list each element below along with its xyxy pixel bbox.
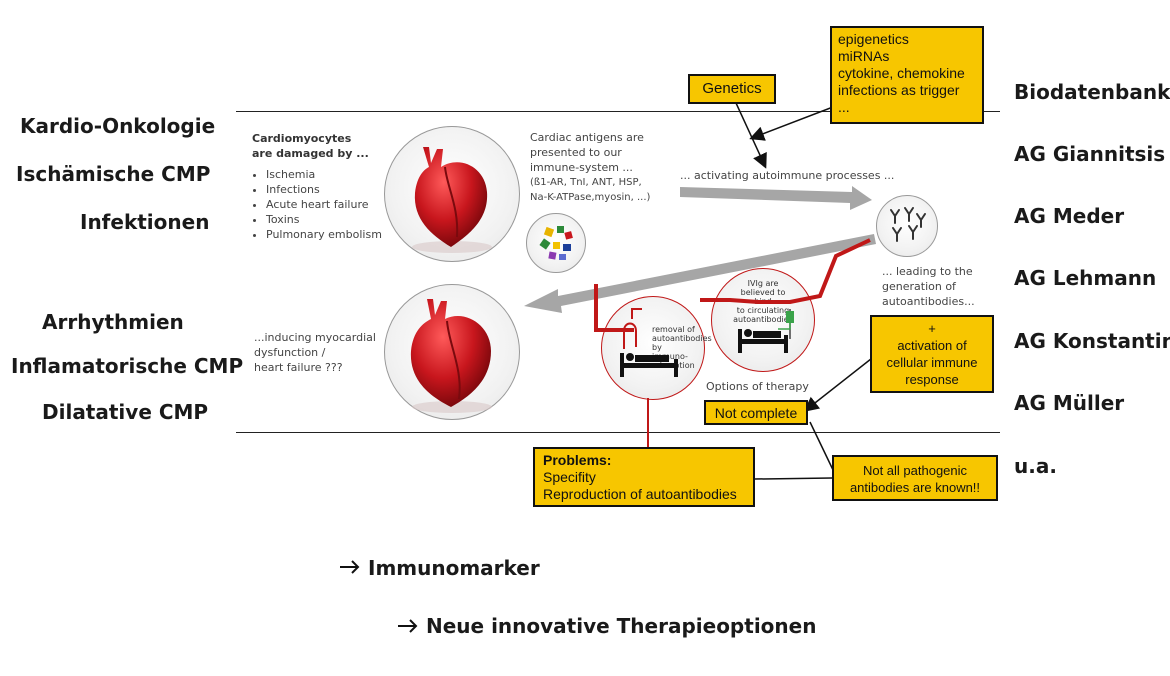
- leading-line: ... leading to the: [882, 265, 973, 278]
- heart-circle-top: [384, 126, 520, 262]
- damaged-item: Toxins: [266, 212, 382, 227]
- epigenetics-box: epigenetics miRNAs cytokine, chemokine i…: [830, 26, 984, 124]
- antibodies-icon: [890, 207, 926, 242]
- antigens-block: Cardiac antigens are presented to our im…: [530, 130, 650, 205]
- antigens-line: (ß1-AR, TnI, ANT, HSP,: [530, 177, 642, 188]
- right-label-ag-giannitsis: AG Giannitsis: [1014, 142, 1166, 166]
- right-label-ag-mueller: AG Müller: [1014, 391, 1125, 415]
- leading-line: autoantibodies...: [882, 295, 975, 308]
- inducing-line: dysfunction /: [254, 346, 326, 359]
- problems-line: Specifity: [543, 469, 596, 485]
- damaged-item: Acute heart failure: [266, 197, 382, 212]
- ivig-line: to circulating: [736, 306, 790, 315]
- damaged-list: Ischemia Infections Acute heart failure …: [252, 167, 382, 242]
- pathogenic-line: antibodies are known!!: [849, 480, 981, 495]
- damaged-item: Pulmonary embolism: [266, 227, 382, 242]
- not-complete-box: Not complete: [704, 400, 808, 425]
- inducing-line: ...inducing myocardial: [254, 331, 376, 344]
- pathogenic-line: Not all pathogenic: [862, 463, 968, 478]
- right-label-ag-meder: AG Meder: [1014, 204, 1125, 228]
- antigens-line: presented to our: [530, 146, 622, 159]
- left-label-ischaemische-cmp: Ischämische CMP: [16, 162, 211, 186]
- left-label-dilatative-cmp: Dilatative CMP: [42, 400, 209, 424]
- footer-immunomarker: Immunomarker: [368, 556, 540, 580]
- removal-line: by immuno-: [652, 343, 688, 361]
- damaged-item: Ischemia: [266, 167, 382, 182]
- problems-line: Reproduction of autoantibodies: [543, 486, 737, 502]
- activation-arrow: [803, 354, 877, 412]
- infusion-bed-icon: [738, 309, 794, 353]
- removal-line: removal of: [652, 325, 695, 334]
- left-label-arrhythmien: Arrhythmien: [42, 310, 184, 334]
- epigenetics-line: miRNAs: [838, 48, 890, 64]
- damaged-block: Cardiomyocytes are damaged by ... Ischem…: [252, 131, 382, 242]
- antigens-line: Na-K-ATPase,myosin, ...): [530, 192, 651, 203]
- epigenetics-line: epigenetics: [838, 31, 909, 47]
- ivig-line: autoantibodies: [733, 315, 793, 324]
- therapy-circle-ivig: IVIg are believed to bind to circulating…: [711, 268, 815, 372]
- immunomarker-arrow-icon: [340, 560, 360, 574]
- right-label-biodatenbank: Biodatenbank: [1014, 80, 1170, 104]
- footer-therapieoptionen: Neue innovative Therapieoptionen: [426, 614, 817, 638]
- epigenetics-line: infections as trigger: [838, 82, 960, 98]
- activating-text: ... activating autoimmune processes ...: [680, 169, 895, 182]
- activation-line: activation of: [897, 338, 967, 353]
- right-label-ua: u.a.: [1014, 454, 1057, 478]
- antibody-circle: [876, 195, 938, 257]
- heart-icon: [412, 147, 492, 253]
- bottom-divider: [236, 432, 1000, 433]
- problems-title: Problems:: [543, 452, 612, 468]
- damaged-item: Infections: [266, 182, 382, 197]
- antigens-line: Cardiac antigens are: [530, 131, 644, 144]
- activation-line: cellular immune: [886, 355, 978, 370]
- therapy-red-line: [594, 238, 871, 332]
- activation-box: + activation of cellular immune response: [870, 315, 994, 393]
- antigen-circle: [526, 213, 586, 273]
- inducing-block: ...inducing myocardial dysfunction / hea…: [254, 330, 376, 375]
- damaged-title-line2: are damaged by ...: [252, 147, 369, 160]
- right-label-ag-konstantin: AG Konstantin: [1014, 329, 1170, 353]
- genetics-label: Genetics: [702, 80, 762, 97]
- damaged-title-line1: Cardiomyocytes: [252, 132, 352, 145]
- problems-box: Problems: Specifity Reproduction of auto…: [533, 447, 755, 507]
- gray-arrow-leading: [524, 234, 876, 313]
- therapy-circle-removal: removal of autoantibodies by immuno- ads…: [601, 296, 712, 400]
- left-label-inflamatorische-cmp: Inflamatorische CMP: [11, 354, 244, 378]
- left-label-kardio-onkologie: Kardio-Onkologie: [20, 114, 216, 138]
- genetics-box: Genetics: [688, 74, 776, 104]
- notcomplete-to-pathogenic-line: [809, 421, 835, 473]
- therapie-arrow-icon: [398, 619, 418, 633]
- left-label-infektionen: Infektionen: [80, 210, 210, 234]
- epigenetics-line: cytokine, chemokine: [838, 65, 965, 81]
- activation-line: +: [928, 321, 936, 336]
- right-label-ag-lehmann: AG Lehmann: [1014, 266, 1157, 290]
- leading-line: generation of: [882, 280, 956, 293]
- pathogenic-box: Not all pathogenic antibodies are known!…: [832, 455, 998, 501]
- top-divider: [236, 111, 1000, 112]
- ivig-line: IVIg are: [747, 279, 779, 288]
- epigenetics-line: ...: [838, 99, 850, 115]
- heart-circle-bottom: [384, 284, 520, 420]
- removal-line: autoantibodies: [652, 334, 712, 343]
- antigen-fragments-icon: [539, 226, 573, 260]
- activation-line: response: [905, 372, 959, 387]
- not-complete-label: Not complete: [714, 405, 798, 421]
- leading-block: ... leading to the generation of autoant…: [882, 264, 975, 309]
- inducing-line: heart failure ???: [254, 361, 343, 374]
- heart-icon: [410, 299, 492, 413]
- gray-arrow-activating: [680, 186, 872, 210]
- antigens-line: immune-system ...: [530, 161, 633, 174]
- options-text: Options of therapy: [706, 380, 809, 393]
